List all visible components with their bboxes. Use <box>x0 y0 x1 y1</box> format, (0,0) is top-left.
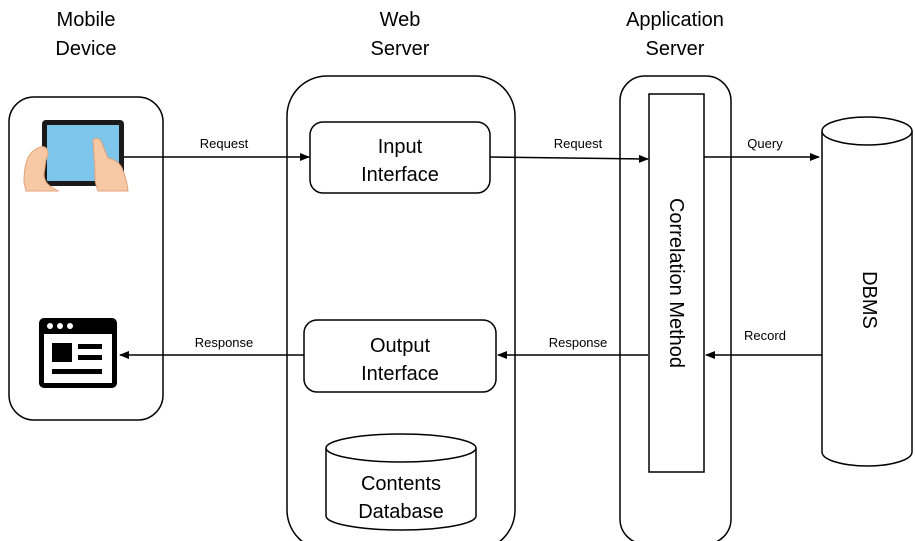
web-server-header-line2: Server <box>371 38 430 60</box>
correlation-method-box <box>648 93 705 473</box>
contents-database-cylinder <box>325 433 477 531</box>
arrow-device-to-web-label: Request <box>200 136 249 151</box>
output-interface-label-line1: Output <box>370 335 430 357</box>
browser-window-icon <box>39 318 117 388</box>
arrow-app-to-dbms-label: Query <box>747 136 783 151</box>
application-server-header-line2: Server <box>646 38 705 60</box>
correlation-method-label: Correlation Method <box>665 198 687 368</box>
input-interface-label-line2: Interface <box>361 164 439 186</box>
contents-database-label-line2: Database <box>358 501 444 523</box>
dbms-label: DBMS <box>858 271 880 329</box>
input-interface-label-line1: Input <box>378 136 423 158</box>
arrow-dbms-to-app-label: Record <box>744 328 786 343</box>
contents-database-label-line1: Contents <box>361 473 441 495</box>
output-interface-label-line2: Interface <box>361 363 439 385</box>
arrow-web-to-app <box>489 154 649 163</box>
arrow-app-to-web-label: Response <box>549 335 608 350</box>
dbms-cylinder <box>821 116 913 467</box>
mobile-device-header-line2: Device <box>55 38 116 60</box>
arrow-web-to-app-label: Request <box>554 136 603 151</box>
web-server-header-line1: Web <box>380 9 421 31</box>
tablet-hands-icon <box>23 120 129 192</box>
mobile-device-header-line1: Mobile <box>57 9 116 31</box>
application-server-header-line1: Application <box>626 9 724 31</box>
arrow-web-to-device-label: Response <box>195 335 254 350</box>
output-interface-box <box>303 319 497 393</box>
